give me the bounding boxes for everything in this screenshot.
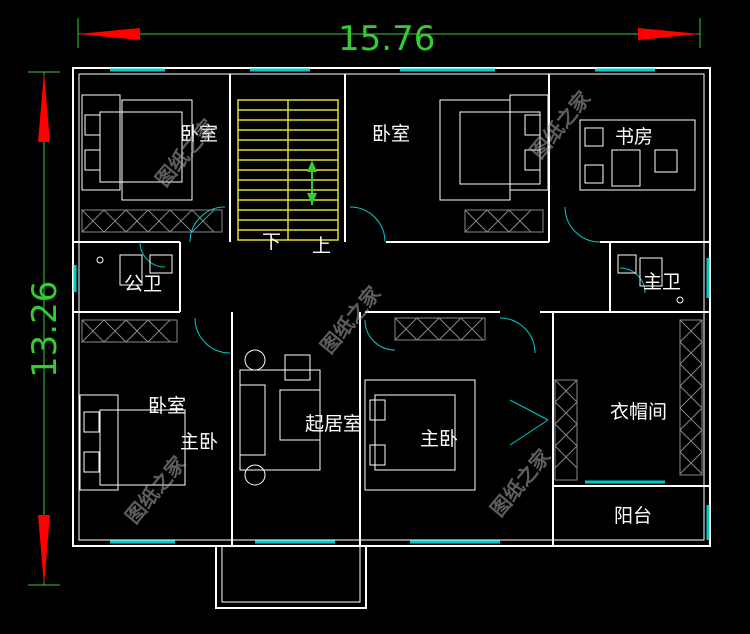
watermark-2: 图纸之家 (525, 86, 595, 163)
arrow-down-icon (38, 515, 50, 585)
label-study: 书房 (615, 126, 653, 148)
interior-walls (73, 74, 710, 546)
height-label: 13.26 (25, 281, 65, 378)
outer-walls (72, 67, 711, 609)
watermark-3: 图纸之家 (315, 281, 385, 358)
bed-bottom-left (79, 394, 186, 491)
label-public-bath: 公卫 (124, 273, 162, 295)
label-stair-down: 下 (262, 231, 281, 253)
label-balcony: 阳台 (614, 505, 652, 527)
width-dimension: 15.76 (77, 18, 701, 59)
height-dimension: 13.26 (25, 71, 65, 586)
room-labels: 卧室 卧室 书房 下 上 公卫 主卫 卧室 主卧 起居室 主卧 衣帽间 阳台 (124, 123, 681, 527)
label-master-bedroom: 主卧 (420, 428, 458, 450)
bed-top-mid (439, 94, 549, 201)
bed-top-left (81, 94, 193, 201)
wardrobes (81, 209, 703, 481)
label-bedroom-top-left: 卧室 (180, 123, 218, 145)
doors (139, 206, 646, 446)
label-bedroom-bottom-left: 卧室 (148, 395, 186, 417)
watermark-4: 图纸之家 (120, 451, 190, 528)
label-bedroom-bottom-left-sub: 主卧 (180, 431, 218, 453)
label-master-bath: 主卫 (643, 271, 681, 293)
staircase (237, 99, 339, 241)
windows (73, 68, 710, 544)
label-wardrobe: 衣帽间 (610, 401, 667, 423)
watermark-5: 图纸之家 (485, 444, 555, 521)
arrow-up-icon (38, 72, 50, 142)
study-furniture (579, 119, 696, 191)
master-bath-fixtures (617, 254, 684, 304)
sofa-set (239, 349, 321, 486)
label-stair-up: 上 (312, 235, 331, 257)
label-bedroom-top-mid: 卧室 (372, 123, 410, 145)
public-bath-fixtures (96, 254, 173, 286)
arrow-left-icon (78, 28, 140, 40)
bed-master (364, 379, 476, 491)
arrow-right-icon (638, 28, 700, 40)
width-label: 15.76 (338, 19, 435, 59)
label-living-room: 起居室 (305, 413, 362, 435)
